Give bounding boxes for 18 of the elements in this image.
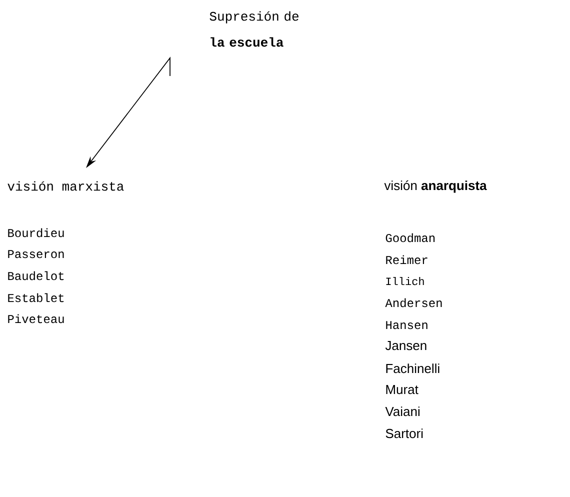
text-label: Sartori [386, 428, 423, 438]
text-label: Reimer [386, 255, 428, 264]
text-label: Goodman [386, 233, 435, 242]
text-label: Illich [386, 277, 424, 286]
text-label: visión anarquista [384, 180, 487, 193]
text-label: Vaiani [385, 406, 420, 416]
text-label: Baudelot [8, 271, 64, 280]
text-label: visión marxista [8, 181, 124, 191]
text-label: Bourdieu [8, 228, 64, 238]
text-label: Hansen [386, 321, 428, 330]
text-label: Piveteau [8, 314, 64, 324]
text-label: Fachinelli [386, 364, 440, 374]
text-label: Passeron [8, 250, 64, 258]
text-label: Jansen [385, 341, 426, 350]
text-label: Supresión de la escuela [210, 11, 298, 47]
text-label: Andersen [385, 298, 442, 308]
text-label: Murat [386, 385, 418, 394]
text-label: Establet [8, 293, 64, 302]
